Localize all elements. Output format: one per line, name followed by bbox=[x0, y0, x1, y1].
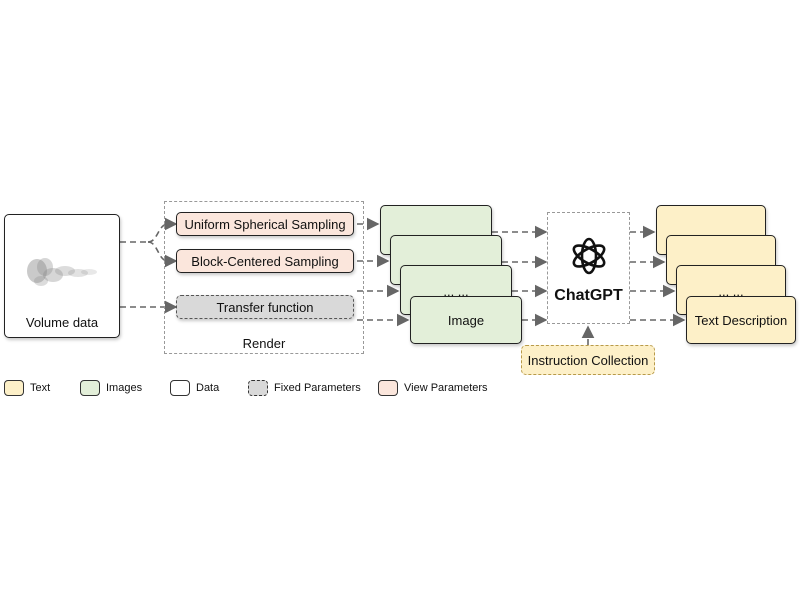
legend-data: Data bbox=[170, 380, 219, 396]
text-card-label: Text Description bbox=[694, 312, 788, 328]
legend-text: Text bbox=[4, 380, 50, 396]
legend-label: Images bbox=[106, 382, 143, 394]
image-card-4: Image bbox=[410, 296, 522, 344]
chatgpt-box: ChatGPT bbox=[547, 212, 630, 324]
image-card-label: ... ... bbox=[443, 284, 469, 299]
legend-label: Fixed Parameters bbox=[274, 382, 361, 394]
legend-view-parameters: View Parameters bbox=[378, 380, 488, 396]
openai-logo-icon bbox=[572, 237, 606, 275]
legend-swatch bbox=[378, 380, 398, 396]
image-card-label: Image bbox=[447, 312, 485, 328]
chatgpt-label: ChatGPT bbox=[554, 287, 623, 304]
legend-fixed-parameters: Fixed Parameters bbox=[248, 380, 361, 396]
legend-label: Data bbox=[196, 382, 220, 394]
transfer-function-box: Transfer function bbox=[176, 295, 354, 319]
text-card-4: Text Description bbox=[686, 296, 796, 344]
render-group bbox=[164, 201, 364, 354]
legend-swatch bbox=[80, 380, 100, 396]
uniform-spherical-sampling-box: Uniform Spherical Sampling bbox=[176, 212, 354, 236]
block-centered-sampling-box: Block-Centered Sampling bbox=[176, 249, 354, 273]
volume-data-label: Volume data bbox=[25, 315, 99, 330]
instruction-collection-box: Instruction Collection bbox=[521, 345, 655, 375]
text-card-label: ... ... bbox=[718, 284, 744, 299]
legend-swatch bbox=[248, 380, 268, 396]
legend-label: View Parameters bbox=[404, 382, 488, 394]
legend-swatch bbox=[170, 380, 190, 396]
volume-data-box: Volume data bbox=[4, 214, 120, 338]
legend-swatch bbox=[4, 380, 24, 396]
smoke-volume-icon bbox=[27, 258, 97, 286]
render-label: Render bbox=[242, 336, 286, 351]
legend-images: Images bbox=[80, 380, 142, 396]
legend-label: Text bbox=[30, 382, 51, 394]
